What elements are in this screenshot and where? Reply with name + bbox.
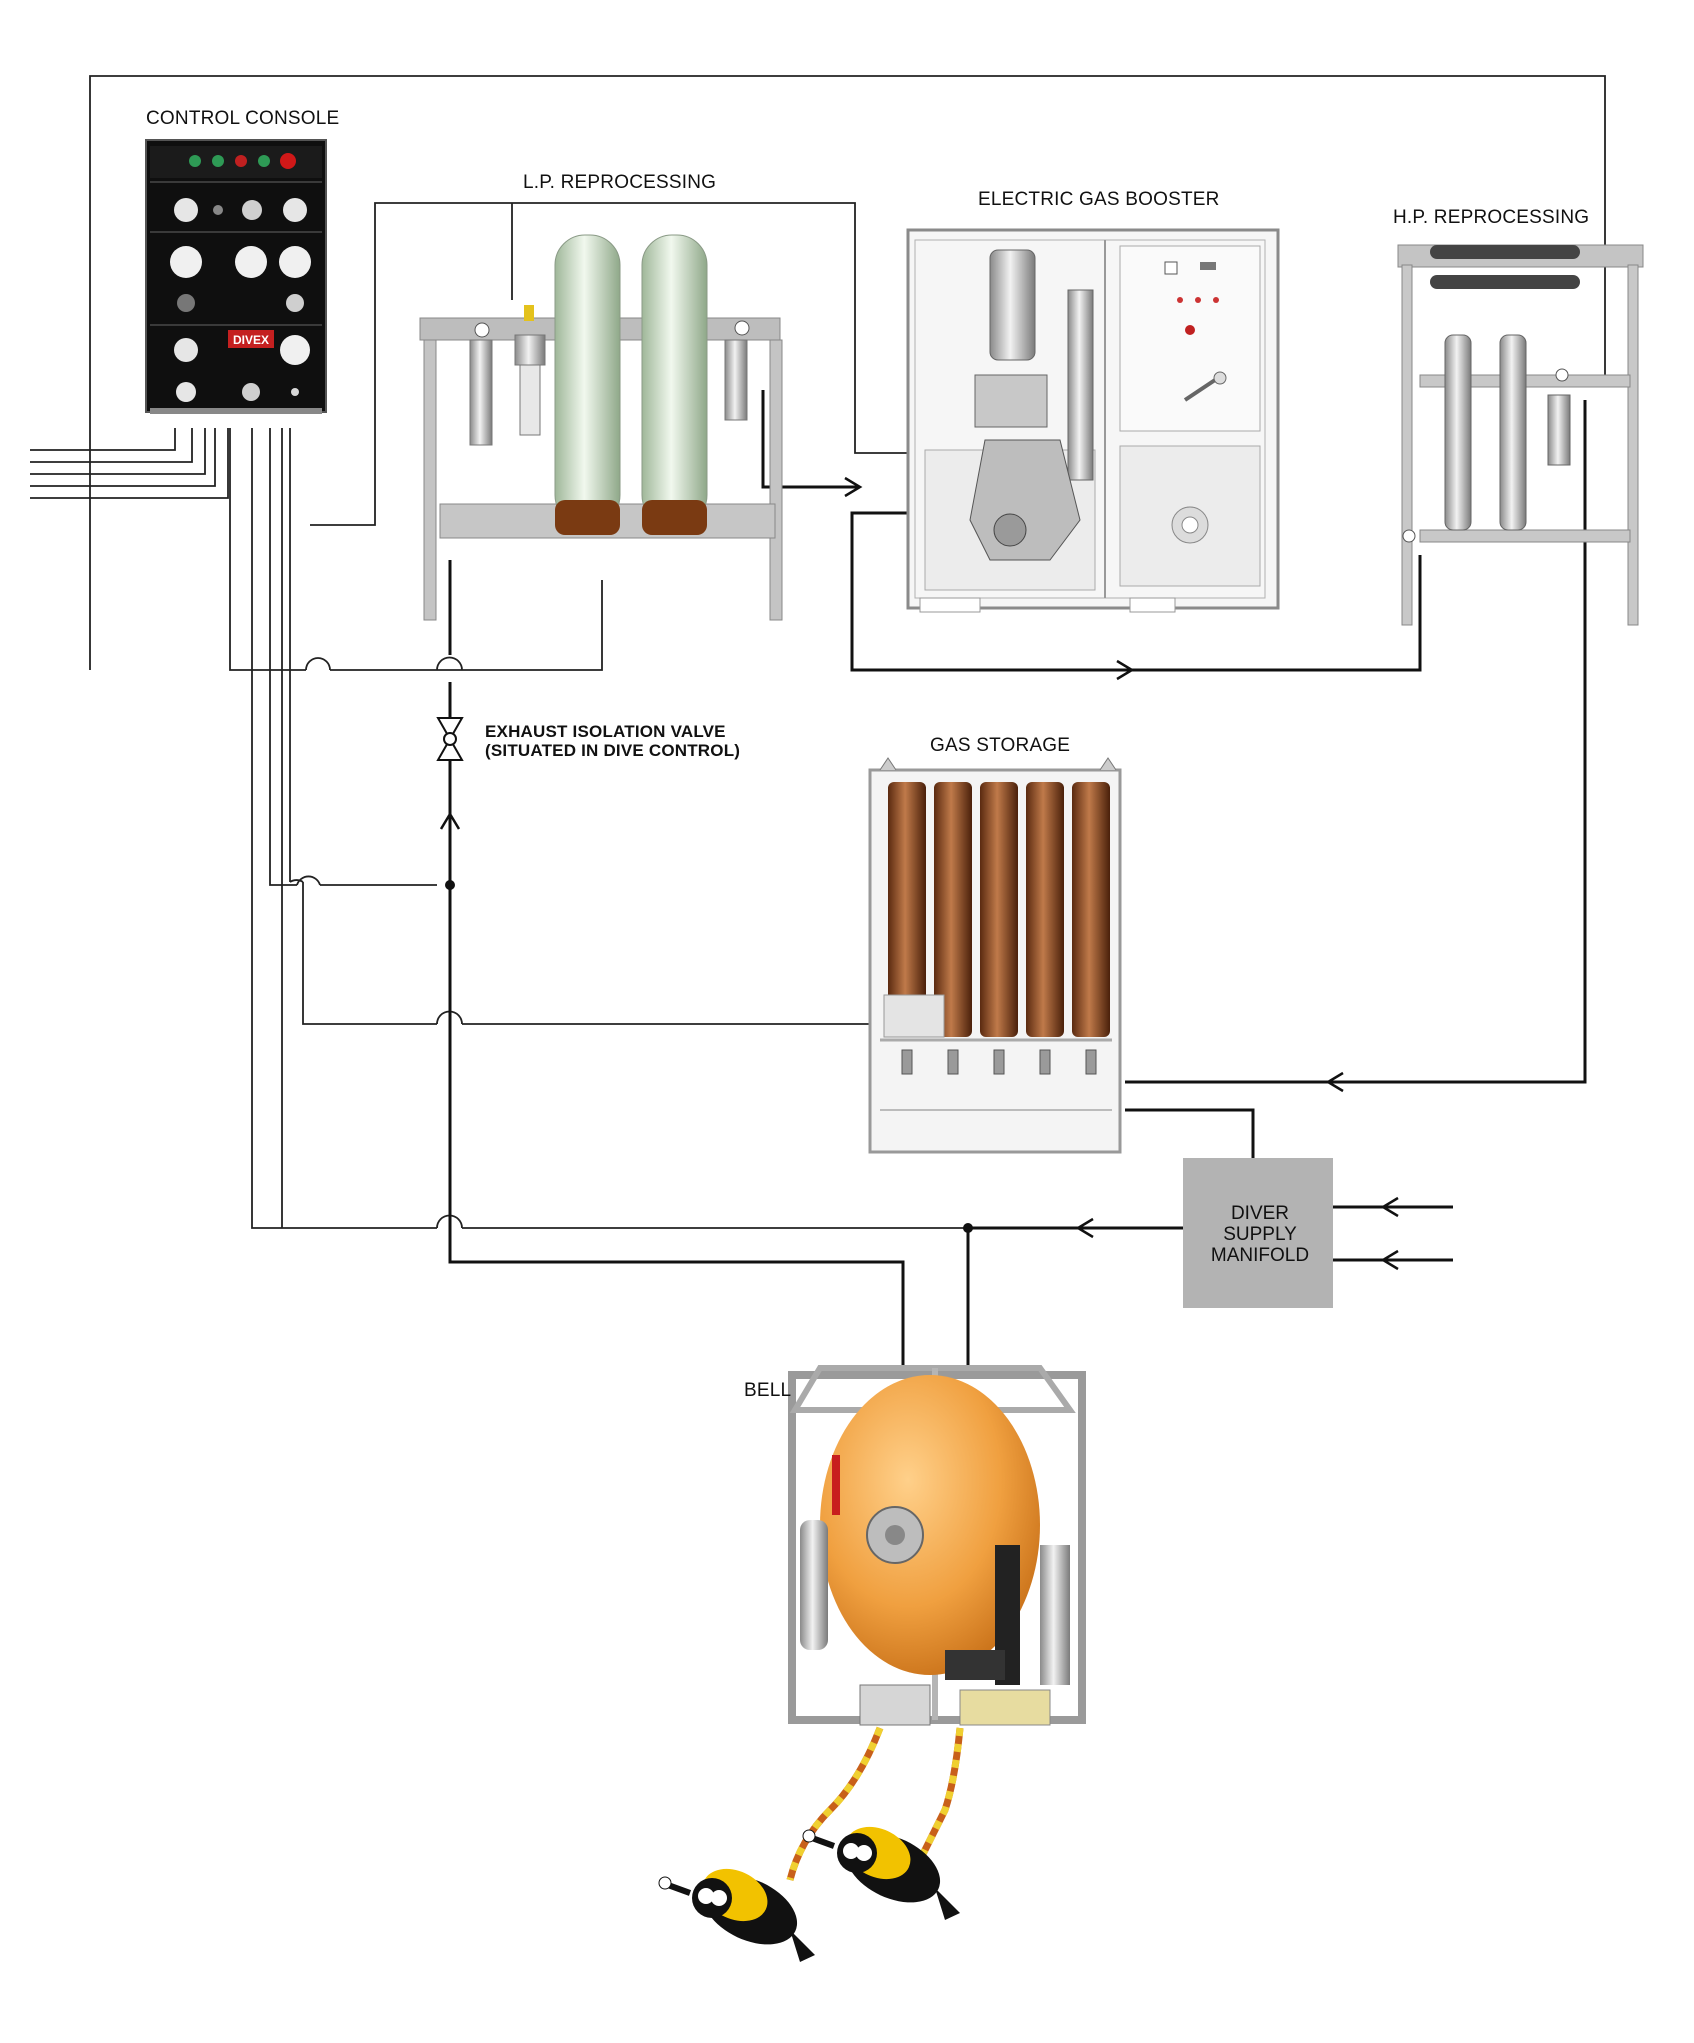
manifold-label-line3: MANIFOLD xyxy=(1210,1245,1310,1266)
hp-reprocessing-label: H.P. REPROCESSING xyxy=(1393,207,1590,228)
diver-icon xyxy=(802,1826,960,1920)
thick-pipe-lines xyxy=(448,390,1587,1365)
thin-pipe-lines xyxy=(30,75,1606,1229)
console-brand: DIVEX xyxy=(233,333,269,347)
lp-reprocessing-unit[interactable] xyxy=(419,234,783,621)
diving-bell[interactable] xyxy=(788,1365,1086,1726)
diver-supply-manifold-box[interactable] xyxy=(1183,1158,1333,1308)
control-console-label: CONTROL CONSOLE xyxy=(146,108,340,129)
junction-dots xyxy=(445,880,973,1233)
exhaust-valve-label-line2: (SITUATED IN DIVE CONTROL) xyxy=(485,741,741,760)
manifold-label-line2: SUPPLY xyxy=(1223,1224,1297,1245)
manifold-label-line1: DIVER xyxy=(1230,1203,1290,1224)
gas-storage-unit[interactable] xyxy=(868,757,1122,1154)
lp-reprocessing-label: L.P. REPROCESSING xyxy=(523,172,717,193)
exhaust-valve-label-line1: EXHAUST ISOLATION VALVE xyxy=(485,722,726,741)
electric-gas-booster-unit[interactable] xyxy=(906,228,1280,613)
diver-umbilicals xyxy=(786,1726,964,1881)
gas-storage-label: GAS STORAGE xyxy=(930,735,1071,756)
bell-label: BELL xyxy=(744,1380,792,1401)
diver-icon xyxy=(658,1868,815,1962)
diver-supply-manifold-label: DIVER SUPPLY MANIFOLD xyxy=(1183,1203,1337,1266)
flow-arrows xyxy=(439,476,1399,1271)
exhaust-valve-icon[interactable] xyxy=(436,717,464,761)
control-console[interactable] xyxy=(145,139,327,414)
hp-reprocessing-unit[interactable] xyxy=(1397,244,1644,626)
electric-gas-booster-label: ELECTRIC GAS BOOSTER xyxy=(978,189,1220,210)
